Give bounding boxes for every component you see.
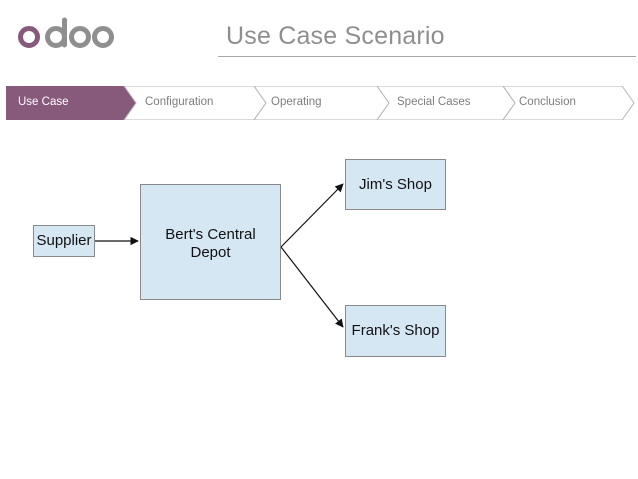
node-central-depot: Bert's Central Depot xyxy=(140,184,281,300)
title-divider xyxy=(218,56,636,57)
node-supplier: Supplier xyxy=(33,225,95,257)
step-chevron-configuration[interactable] xyxy=(123,86,267,120)
edge-depot-to-franks-shop xyxy=(280,246,344,328)
step-chevrons xyxy=(6,86,635,120)
step-chevron-use-case[interactable] xyxy=(6,86,136,120)
page-title: Use Case Scenario xyxy=(226,22,445,50)
step-navigation: Use Case Configuration Operating Special… xyxy=(0,86,638,120)
step-conclusion[interactable]: Conclusion xyxy=(519,96,576,108)
step-chevron-operating[interactable] xyxy=(253,86,390,120)
node-jims-shop: Jim's Shop xyxy=(345,159,446,210)
step-chevron-conclusion[interactable] xyxy=(502,86,635,120)
step-chevron-special-cases[interactable] xyxy=(376,86,516,120)
odoo-logo xyxy=(18,17,114,48)
step-operating[interactable]: Operating xyxy=(271,96,322,108)
edge-depot-to-jims-shop xyxy=(280,183,344,248)
node-franks-shop: Frank's Shop xyxy=(345,305,446,357)
step-special-cases[interactable]: Special Cases xyxy=(397,96,471,108)
node-central-depot-label: Bert's Central Depot xyxy=(165,226,256,261)
step-use-case[interactable]: Use Case xyxy=(18,96,69,108)
step-configuration[interactable]: Configuration xyxy=(145,96,214,108)
